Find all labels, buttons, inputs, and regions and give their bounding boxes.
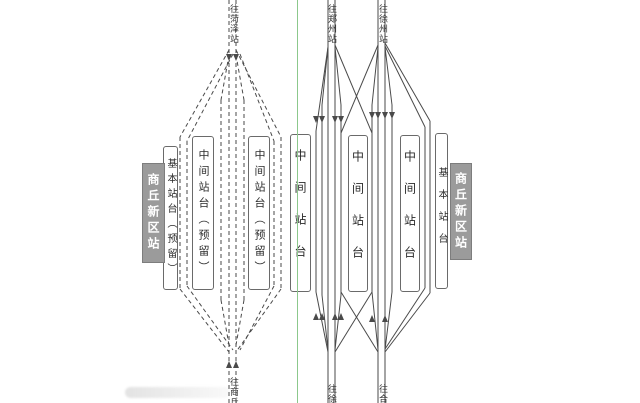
platform-basic-reserved: 基本站台（预留） [163, 146, 178, 290]
direction-line2-bottom: 往合肥站 [376, 381, 388, 403]
station-box-left: 商丘新区站 [142, 163, 165, 263]
green-reference-line [297, 0, 298, 403]
platform-basic: 基本站台 [435, 133, 448, 289]
direction-line2-top: 往徐州站 [378, 4, 388, 44]
watermark [125, 387, 230, 398]
platform-middle-reserved-2: 中间站台（预留） [248, 136, 270, 290]
platform-middle-1: 中间站台 [290, 134, 311, 292]
direction-reserved-top: 往菏泽站 [229, 4, 239, 44]
platform-middle-reserved-1: 中间站台（预留） [192, 136, 214, 290]
direction-line1-top: 往郑州站 [327, 4, 337, 44]
platform-middle-2: 中间站台 [348, 135, 368, 292]
platform-middle-3: 中间站台 [400, 135, 420, 292]
direction-line1-bottom: 往徐州站 [325, 381, 337, 403]
station-box-right: 商丘新区站 [450, 163, 472, 260]
direction-reserved-bottom: 往商丘站 [229, 377, 239, 403]
